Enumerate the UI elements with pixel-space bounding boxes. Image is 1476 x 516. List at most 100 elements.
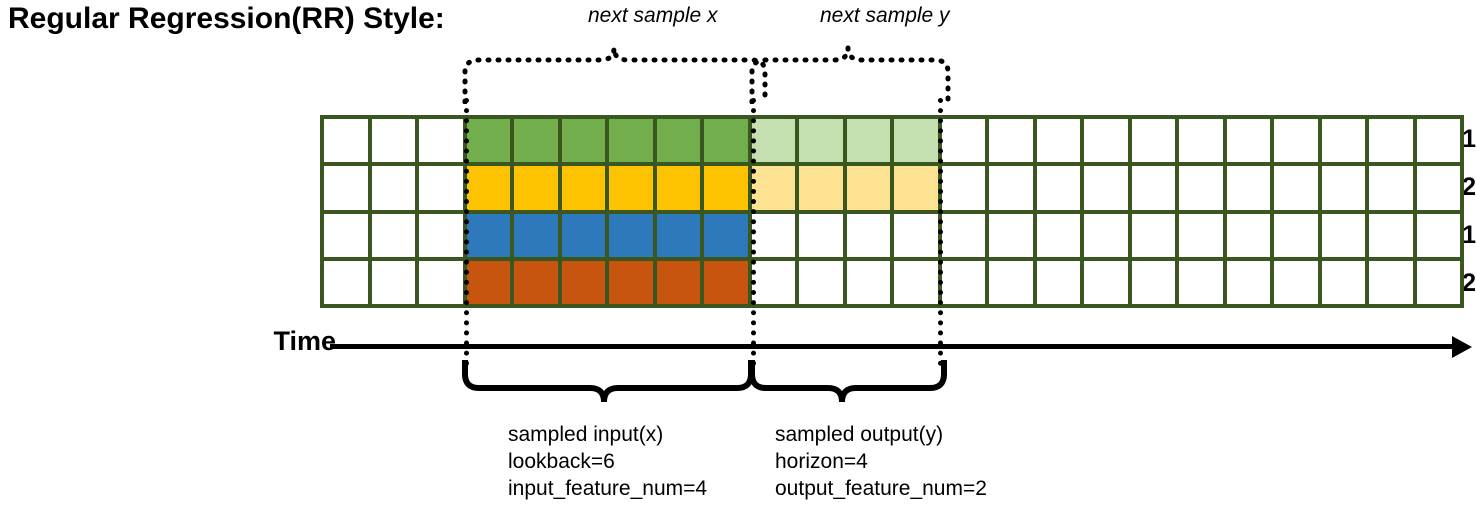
grid-cell-r2-c24-empty [1416,166,1460,210]
grid-cell-r4-c13-empty [894,260,938,304]
grid-cell-r3-c10-empty [751,213,795,257]
grid-cell-r1-c10-output [751,119,795,163]
grid-cell-r3-c19-empty [1179,213,1223,257]
grid-cell-r2-c11-output [799,166,843,210]
grid-cell-r3-c7-input [609,213,653,257]
grid-cell-r2-c12-output [846,166,890,210]
grid-cell-r1-c13-output [894,119,938,163]
grid-cell-r1-c1-empty [324,119,368,163]
grid-cell-r2-c17-empty [1084,166,1128,210]
grid-cell-r1-c11-output [799,119,843,163]
grid-cell-r2-c2-empty [371,166,415,210]
grid-cell-r3-c1-empty [324,213,368,257]
page-title: Regular Regression(RR) Style: [8,2,445,35]
grid-cell-r2-c15-empty [989,166,1033,210]
bottom-note-output-title: sampled output(y) [775,423,944,446]
grid-cell-r3-c24-empty [1416,213,1460,257]
bottom-note-output-horizon: horizon=4 [775,450,868,473]
grid-cell-r3-c20-empty [1226,213,1270,257]
grid-cell-r4-c22-empty [1321,260,1365,304]
grid-cell-r1-c23-empty [1369,119,1413,163]
grid-cell-r2-c16-empty [1036,166,1080,210]
grid-cell-r2-c22-empty [1321,166,1365,210]
guide-line-input-start [464,98,469,366]
grid-cell-r1-c15-empty [989,119,1033,163]
bottom-note-input-feature-num: input_feature_num=4 [508,477,708,500]
grid-cell-r3-c4-input [466,213,510,257]
grid-cell-r4-c9-input [704,260,748,304]
bottom-note-output: sampled output(y) horizon=4 output_featu… [775,421,987,502]
grid-cell-r4-c10-empty [751,260,795,304]
guide-line-output-end [938,98,943,366]
grid-cell-r3-c17-empty [1084,213,1128,257]
grid-cell-r3-c23-empty [1369,213,1413,257]
bottom-note-input: sampled input(x) lookback=6 input_featur… [508,421,707,502]
grid-cell-r2-c13-output [894,166,938,210]
grid-cell-r2-c7-input [609,166,653,210]
grid-cell-r3-c9-input [704,213,748,257]
grid-cell-r4-c23-empty [1369,260,1413,304]
grid-cell-r1-c22-empty [1321,119,1365,163]
grid-cell-r3-c5-input [514,213,558,257]
grid-cell-r4-c7-input [609,260,653,304]
grid-cell-r1-c18-empty [1131,119,1175,163]
grid-cell-r4-c6-input [561,260,605,304]
grid-cell-r2-c10-output [751,166,795,210]
grid-cell-r1-c19-empty [1179,119,1223,163]
grid-cell-r3-c15-empty [989,213,1033,257]
guide-line-input-end [751,98,756,366]
top-brace-next-sample-y [749,47,951,104]
grid-cell-r2-c3-empty [419,166,463,210]
grid-cell-r1-c7-input [609,119,653,163]
bottom-note-input-lookback: lookback=6 [508,450,615,473]
grid-cell-r2-c6-input [561,166,605,210]
grid-cell-r3-c16-empty [1036,213,1080,257]
grid-cell-r1-c3-empty [419,119,463,163]
grid-cell-r1-c14-empty [941,119,985,163]
grid-cell-r1-c21-empty [1274,119,1318,163]
grid-cell-r4-c15-empty [989,260,1033,304]
grid-cell-r4-c3-empty [419,260,463,304]
bottom-brace-output [749,360,947,403]
grid-cell-r4-c19-empty [1179,260,1223,304]
grid-cell-r2-c9-input [704,166,748,210]
grid-cell-r3-c18-empty [1131,213,1175,257]
grid-cell-r1-c2-empty [371,119,415,163]
time-axis-arrow-icon [1452,336,1472,358]
grid-cell-r1-c24-empty [1416,119,1460,163]
grid-cell-r4-c8-input [656,260,700,304]
top-brace-label-x: next sample x [588,4,718,27]
grid-cell-r4-c5-input [514,260,558,304]
grid-cell-r3-c8-input [656,213,700,257]
grid-cell-r3-c21-empty [1274,213,1318,257]
grid-cell-r3-c6-input [561,213,605,257]
grid-cell-r2-c8-input [656,166,700,210]
grid-cell-r4-c2-empty [371,260,415,304]
grid-cell-r1-c4-input [466,119,510,163]
grid-cell-r3-c3-empty [419,213,463,257]
grid-cell-r1-c12-output [846,119,890,163]
grid-cell-r3-c2-empty [371,213,415,257]
bottom-note-output-feature-num: output_feature_num=2 [775,477,987,500]
grid-cell-r3-c11-empty [799,213,843,257]
grid-cell-r2-c14-empty [941,166,985,210]
grid-cell-r4-c20-empty [1226,260,1270,304]
grid-cell-r2-c20-empty [1226,166,1270,210]
grid-cell-r1-c8-input [656,119,700,163]
grid-cell-r4-c16-empty [1036,260,1080,304]
grid-cell-r2-c23-empty [1369,166,1413,210]
grid-cell-r3-c12-empty [846,213,890,257]
grid-cell-r1-c16-empty [1036,119,1080,163]
grid-cell-r4-c11-empty [799,260,843,304]
grid-cell-r4-c24-empty [1416,260,1460,304]
bottom-note-input-title: sampled input(x) [508,423,664,446]
grid-cell-r1-c20-empty [1226,119,1270,163]
grid-cell-r3-c14-empty [941,213,985,257]
bottom-brace-input [462,360,754,403]
grid-cell-r3-c22-empty [1321,213,1365,257]
grid-cell-r1-c5-input [514,119,558,163]
grid-cell-r2-c1-empty [324,166,368,210]
grid-cell-r2-c18-empty [1131,166,1175,210]
grid-cell-r3-c13-empty [894,213,938,257]
